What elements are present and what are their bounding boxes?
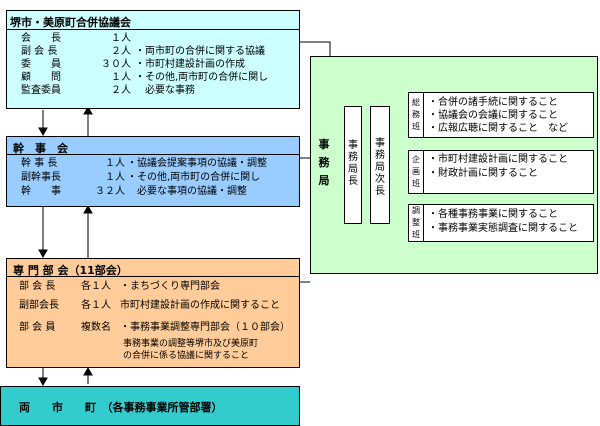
executive-bg bbox=[7, 137, 299, 206]
subcommittee-count-2: 各１人 bbox=[81, 300, 111, 311]
director-box bbox=[344, 106, 362, 224]
secretariat-label: 事務局 bbox=[318, 138, 330, 187]
section-chousei-item-1: ・各種事務事業に関すること bbox=[428, 209, 558, 220]
deputy-box bbox=[370, 106, 390, 224]
section-chousei-label: 調整班 bbox=[412, 206, 420, 239]
executive-box: 幹 事 会 幹 事 長 １人 ・協議会提案事項の協議・調整 副幹事長 １人 ・そ… bbox=[6, 136, 300, 207]
executive-desc-2: ・その他,両市町の合併に関し bbox=[127, 172, 261, 183]
section-soumu-item-3: ・広報広聴に関すること など bbox=[428, 123, 568, 134]
council-count-2: ２人 bbox=[111, 46, 131, 57]
executive-count-1: １人 bbox=[105, 158, 125, 169]
section-kikaku-item-1: ・市町村建設計画に関すること bbox=[428, 154, 568, 165]
executive-count-2: １人 bbox=[105, 172, 125, 183]
subcommittee-bg bbox=[7, 259, 299, 367]
subcommittee-divider bbox=[7, 276, 299, 277]
section-soumu-item-1: ・合併の諸手続に関すること bbox=[428, 97, 558, 108]
council-role-2: 副 会 長 bbox=[21, 46, 58, 57]
section-soumu-label-box bbox=[408, 92, 424, 138]
executive-desc-3: 必要な事項の協議・調整 bbox=[127, 186, 247, 197]
subcommittee-role-3: 部 会 員 bbox=[19, 322, 56, 333]
executive-divider bbox=[7, 154, 299, 155]
section-soumu-label: 総務班 bbox=[412, 98, 420, 131]
director-label: 事務局長 bbox=[348, 140, 358, 187]
subcommittee-note-1: 事務事業の調整等堺市及び美原町 bbox=[123, 339, 259, 349]
subcommittee-count-1: 各１人 bbox=[81, 281, 111, 292]
council-box: 堺市・美原町合併協議会 会 長 １人 副 会 長 ２人 ・両市町の合併に関する協… bbox=[6, 10, 300, 109]
subcommittee-desc-2: 市町村建設計画の作成に関すること bbox=[120, 300, 280, 311]
deputy-label: 事務局次長 bbox=[375, 138, 385, 197]
council-role-4: 顧 問 bbox=[21, 72, 61, 83]
bottom-bg bbox=[1, 387, 299, 425]
section-kikaku-label: 企画班 bbox=[412, 155, 420, 188]
bottom-bar: 両 市 町 （各事務事業所管部署） bbox=[0, 386, 300, 426]
council-role-5: 監査委員 bbox=[21, 85, 61, 96]
council-bg bbox=[7, 11, 299, 108]
council-desc-5: 必要な事務 bbox=[135, 85, 195, 96]
council-divider bbox=[7, 29, 299, 30]
section-kikaku-label-box bbox=[408, 150, 424, 194]
subcommittee-role-1: 部 会 長 bbox=[19, 281, 56, 292]
council-desc-3: ・市町村建設計画の作成 bbox=[135, 59, 245, 70]
executive-role-1: 幹 事 長 bbox=[21, 158, 58, 169]
section-soumu-item-2: ・協議会の会議に関すること bbox=[428, 110, 558, 121]
council-count-4: １人 bbox=[111, 72, 131, 83]
council-count-5: ２人 bbox=[111, 85, 131, 96]
subcommittee-box: 専 門 部 会（11部会） 部 会 長 各１人 ・まちづくり専門部会 副部会長 … bbox=[6, 258, 300, 368]
section-kikaku-item-2: ・財政計画に関すること bbox=[428, 168, 538, 179]
subcommittee-desc-1: ・まちづくり専門部会 bbox=[120, 281, 220, 292]
section-kikaku-box bbox=[408, 150, 594, 194]
council-role-1: 会 長 bbox=[21, 33, 61, 44]
executive-title: 幹 事 会 bbox=[13, 142, 68, 155]
section-soumu-box bbox=[408, 92, 594, 138]
subcommittee-count-3: 複数名 bbox=[81, 322, 111, 333]
section-chousei-item-2: ・事務事業実態調査に関すること bbox=[428, 223, 578, 234]
executive-role-3: 幹 事 bbox=[21, 186, 61, 197]
council-title: 堺市・美原町合併協議会 bbox=[10, 16, 131, 29]
executive-desc-1: ・協議会提案事項の協議・調整 bbox=[127, 158, 267, 169]
subcommittee-role-2: 副部会長 bbox=[19, 300, 59, 311]
subcommittee-title: 専 門 部 会（11部会） bbox=[13, 264, 128, 277]
council-count-1: １人 bbox=[111, 33, 131, 44]
subcommittee-desc-3: ・事務事業調整専門部会（１０部会） bbox=[120, 322, 290, 333]
council-role-3: 委 員 bbox=[21, 59, 61, 70]
subcommittee-note-2: の合併に係る協議に関すること bbox=[123, 351, 250, 361]
executive-count-3: ３２人 bbox=[95, 186, 125, 197]
executive-role-2: 副幹事長 bbox=[21, 172, 61, 183]
council-desc-4: ・その他,両市町の合併に関し bbox=[135, 72, 269, 83]
council-count-3: ３０人 bbox=[101, 59, 131, 70]
bottom-label: 両 市 町 （各事務事業所管部署） bbox=[19, 401, 223, 414]
section-chousei-label-box bbox=[408, 204, 424, 242]
section-chousei-box bbox=[408, 204, 594, 242]
council-desc-2: ・両市町の合併に関する協議 bbox=[135, 46, 265, 57]
